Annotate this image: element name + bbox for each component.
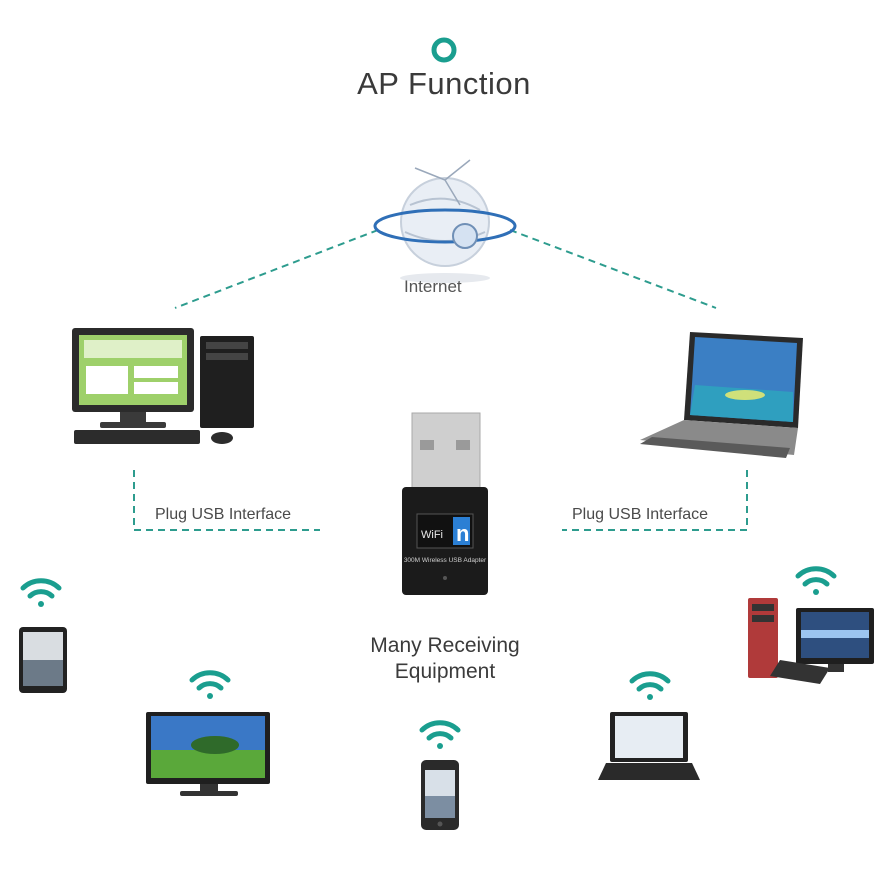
adapter-caption: 300M Wireless USB Adapter [404, 557, 487, 564]
dashed-connectors [133, 229, 748, 531]
laptop-icon [640, 332, 803, 458]
receiving-line-1: Many Receiving [370, 634, 520, 657]
tv-icon [146, 712, 270, 796]
tablet-icon [19, 627, 67, 693]
usb-adapter-icon [402, 412, 488, 595]
connector-laptop-adapter [562, 470, 748, 531]
adapter-mode: n [456, 521, 469, 546]
desktop-pc-icon [72, 328, 254, 444]
connector-desktop-adapter [133, 470, 320, 531]
smartphone-icon [421, 760, 459, 830]
desktop-pc-icon-small [748, 598, 874, 684]
internet-label: Internet [404, 277, 462, 296]
target-icon [431, 37, 457, 63]
receiving-equipment-label: Many Receiving Equipment [330, 633, 560, 685]
adapter-brand: WiFi [421, 529, 443, 541]
laptop-icon-small [598, 712, 700, 780]
plug-label-right: Plug USB Interface [572, 506, 709, 523]
receiving-line-2: Equipment [394, 660, 496, 683]
connector-internet-desktop [174, 229, 379, 309]
globe-icon [373, 159, 517, 283]
connector-internet-laptop [509, 229, 717, 309]
plug-label-left: Plug USB Interface [155, 506, 292, 523]
page-title: AP Function [357, 66, 531, 101]
wifi-icon [20, 566, 837, 749]
